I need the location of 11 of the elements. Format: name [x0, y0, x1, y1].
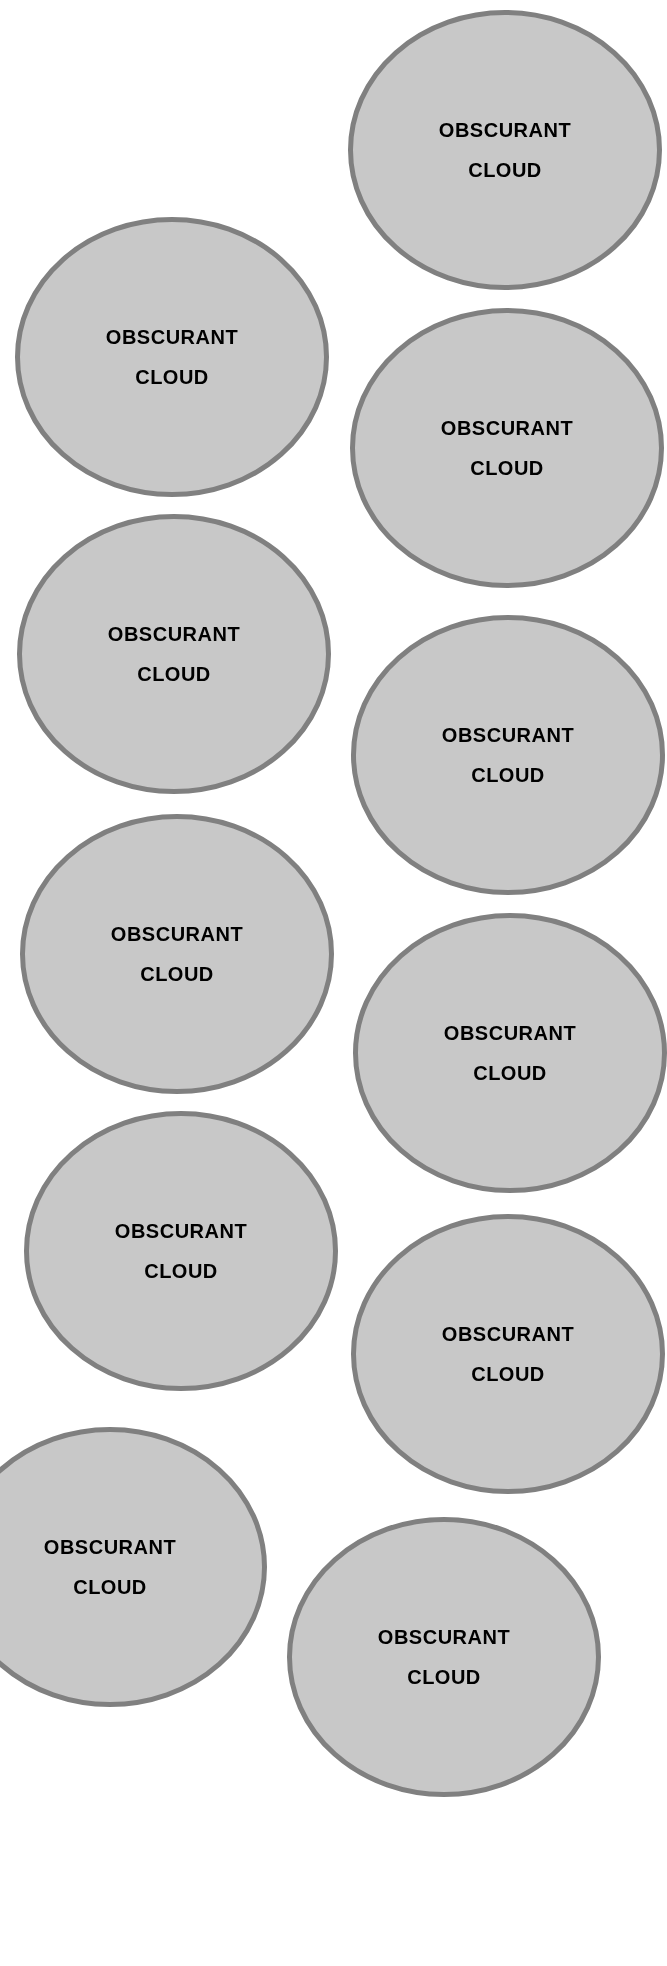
cloud-label: OBSCURANT CLOUD — [440, 723, 576, 788]
cloud-label: OBSCURANT CLOUD — [440, 1322, 576, 1387]
cloud-label: OBSCURANT CLOUD — [437, 118, 573, 183]
cloud-label: OBSCURANT CLOUD — [442, 1021, 578, 1086]
cloud-label: OBSCURANT CLOUD — [42, 1535, 178, 1600]
cloud-label: OBSCURANT CLOUD — [439, 416, 575, 481]
cloud-label: OBSCURANT CLOUD — [376, 1625, 512, 1690]
cloud-label: OBSCURANT CLOUD — [113, 1219, 249, 1284]
cloud-label: OBSCURANT CLOUD — [104, 325, 240, 390]
cloud-label: OBSCURANT CLOUD — [109, 922, 245, 987]
cloud-label: OBSCURANT CLOUD — [106, 622, 242, 687]
